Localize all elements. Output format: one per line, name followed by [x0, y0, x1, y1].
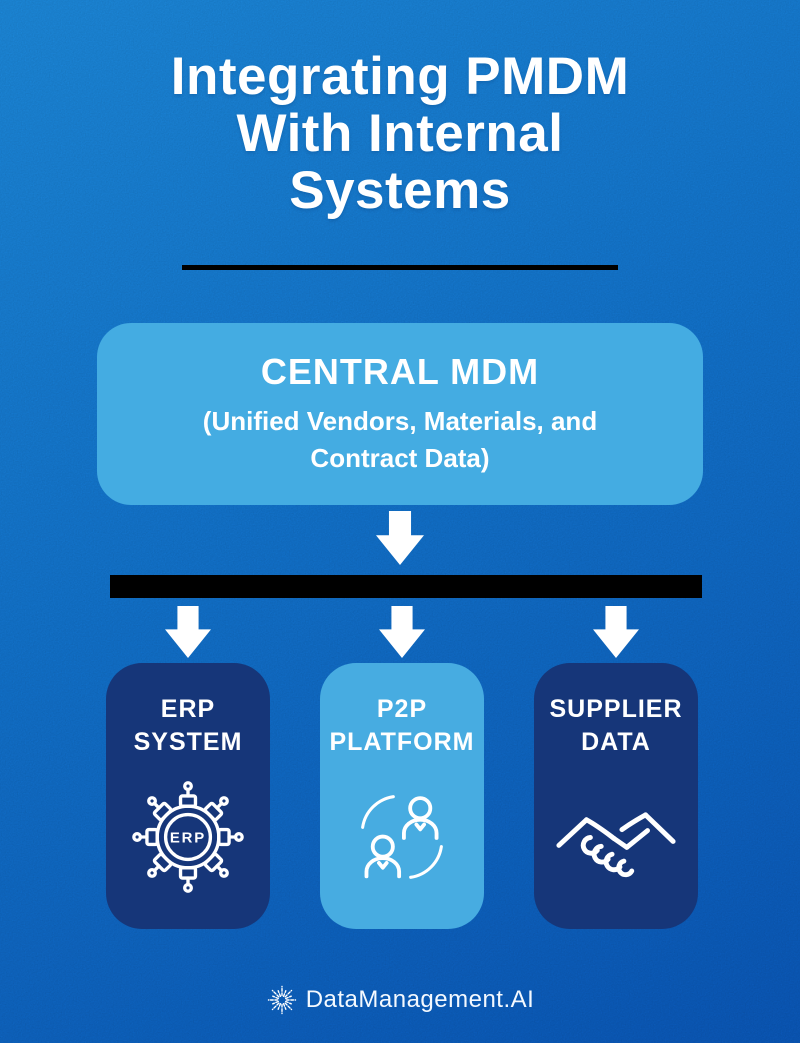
- supplier-icon-area: [551, 759, 681, 915]
- starburst-icon: [267, 985, 296, 1015]
- central-mdm-title: CENTRAL MDM: [260, 351, 540, 392]
- erp-gear-network-icon: ERP: [132, 781, 244, 893]
- central-mdm-box: CENTRAL MDM (Unified Vendors, Materials,…: [97, 323, 703, 505]
- brand-name: DataManagement.AI: [305, 986, 535, 1013]
- page-title: Integrating PMDM With Internal Systems: [170, 47, 630, 220]
- erp-system-label: ERP SYSTEM: [133, 695, 243, 756]
- down-arrow-erp: [165, 606, 211, 658]
- p2p-platform-box: P2P PLATFORM: [320, 663, 484, 929]
- title-divider: [182, 265, 618, 270]
- connector-bar: [110, 575, 702, 598]
- central-mdm-subtitle: (Unified Vendors, Materials, and Contrac…: [202, 406, 598, 473]
- down-arrow-main: [376, 511, 424, 565]
- erp-icon-text: ERP: [170, 830, 206, 847]
- supplier-data-label: SUPPLIER DATA: [549, 695, 683, 756]
- systems-row: ERP SYSTEM ERP: [106, 663, 698, 929]
- erp-system-box: ERP SYSTEM ERP: [106, 663, 270, 929]
- footer: DataManagement.AI: [0, 984, 800, 1016]
- down-arrow-p2p: [379, 606, 425, 658]
- handshake-icon: [556, 811, 676, 877]
- down-arrow-supplier: [593, 606, 639, 658]
- supplier-data-box: SUPPLIER DATA: [534, 663, 698, 929]
- p2p-icon-area: [354, 759, 450, 915]
- people-exchange-icon: [361, 795, 443, 879]
- erp-icon-area: ERP: [132, 759, 244, 915]
- p2p-platform-label: P2P PLATFORM: [329, 695, 475, 756]
